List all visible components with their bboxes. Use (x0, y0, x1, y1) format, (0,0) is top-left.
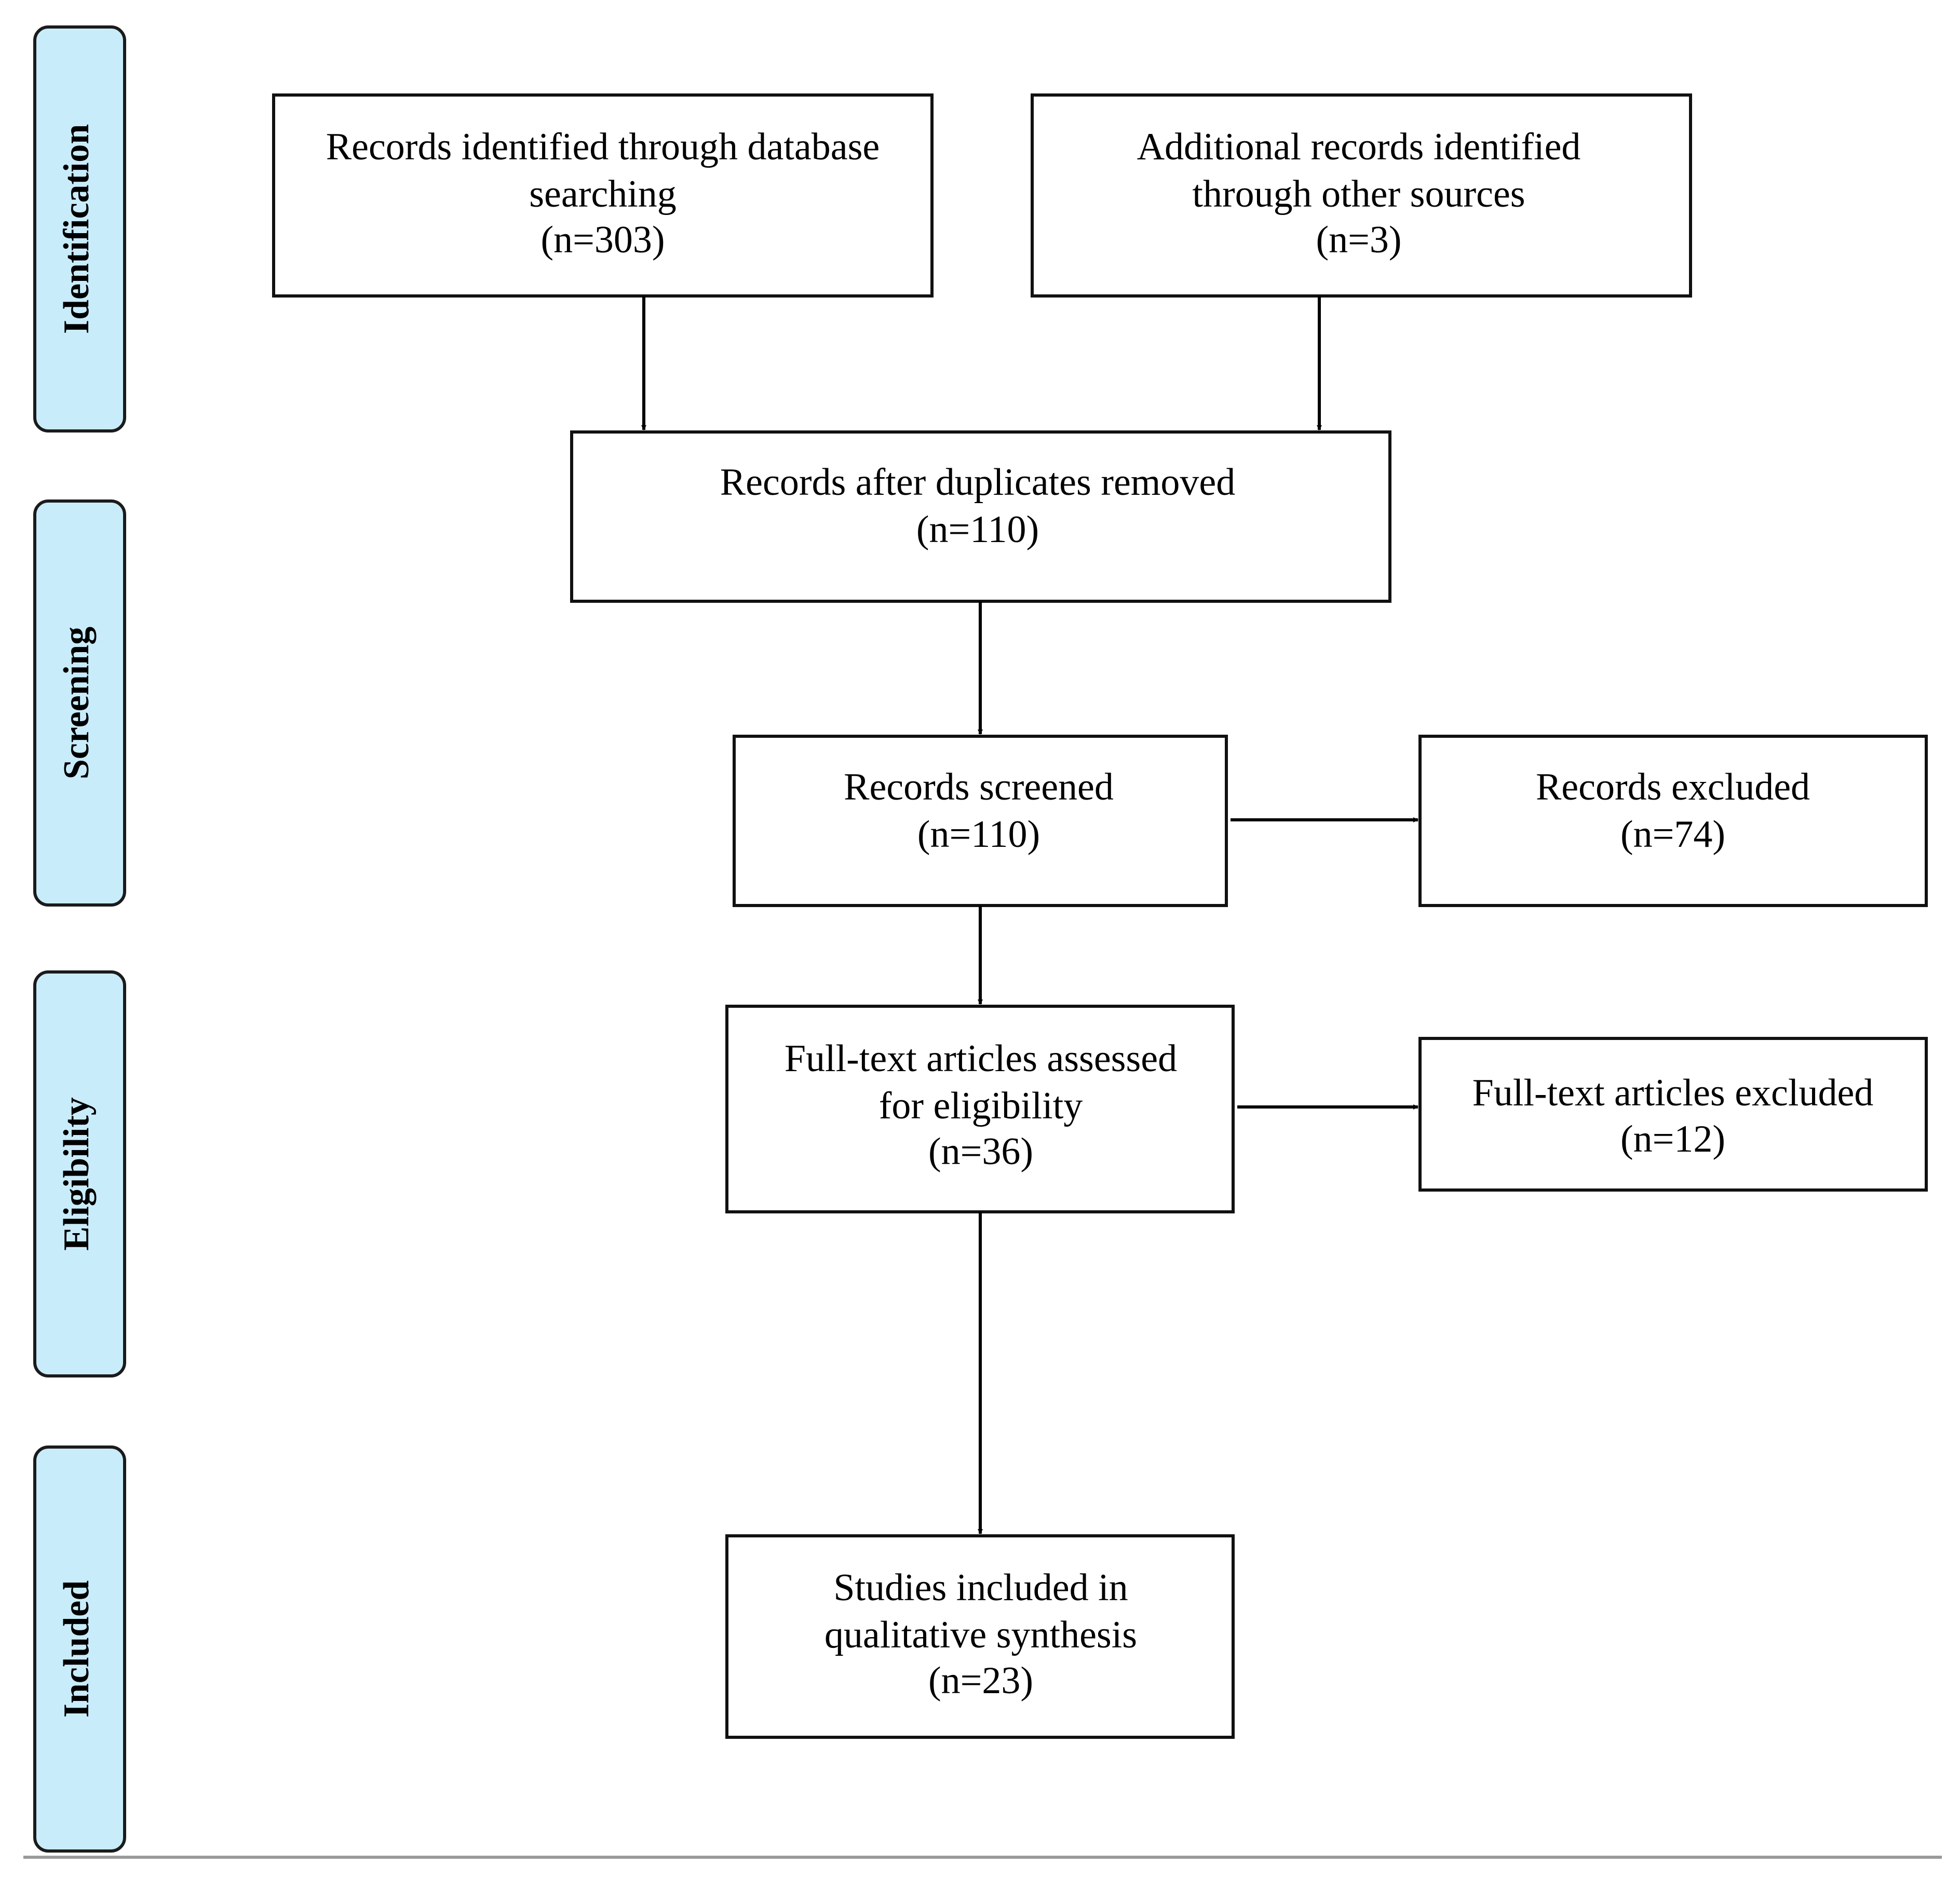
stage-identification: Identification (33, 25, 126, 433)
box-after-duplicates: Records after duplicates removed (n=110) (570, 430, 1391, 603)
box-other-sources-line-2: through other sources (1192, 173, 1525, 215)
stage-identification-label: Identification (57, 124, 97, 334)
box-fulltext-assessed: Full-text articles assessed for eligibil… (725, 1005, 1235, 1213)
box-after-duplicates-frame (570, 430, 1391, 603)
box-fulltext-assessed-count: (n=36) (928, 1130, 1033, 1173)
box-after-duplicates-line-1: Records after duplicates removed (720, 461, 1235, 504)
box-other-sources-line-1: Additional records identified (1137, 126, 1581, 168)
box-other-sources-count: (n=3) (1316, 219, 1401, 261)
box-fulltext-assessed-line-1: Full-text articles assessed (785, 1037, 1177, 1080)
box-records-excluded: Records excluded (n=74) (1418, 735, 1928, 907)
box-records-excluded-frame (1418, 735, 1928, 907)
stage-included-label: Included (57, 1580, 97, 1718)
box-database-records: Records identified through database sear… (272, 93, 934, 298)
box-fulltext-excluded: Full-text articles excluded (n=12) (1418, 1037, 1928, 1192)
box-after-duplicates-count: (n=110) (916, 508, 1039, 551)
box-studies-included-line-1: Studies included in (833, 1566, 1128, 1609)
box-database-records-line-1: Records identified through database (326, 126, 880, 168)
stage-screening-label: Screening (57, 627, 97, 779)
box-database-records-count: (n=303) (540, 219, 665, 261)
box-studies-included-frame (725, 1534, 1235, 1739)
stage-identification-box (33, 25, 126, 433)
stage-screening: Screening (33, 499, 126, 907)
box-records-screened-frame (733, 735, 1228, 907)
stage-eligibility-label: Eligibility (57, 1097, 97, 1251)
box-fulltext-excluded-count: (n=12) (1620, 1118, 1725, 1160)
stage-eligibility-box (33, 970, 126, 1377)
stage-included-box (33, 1445, 126, 1853)
box-other-sources-frame (1031, 93, 1692, 298)
box-database-records-frame (272, 93, 934, 298)
box-studies-included-count: (n=23) (928, 1659, 1033, 1702)
box-records-screened: Records screened (n=110) (733, 735, 1228, 907)
box-database-records-line-2: searching (529, 173, 677, 215)
box-records-excluded-count: (n=74) (1620, 813, 1725, 856)
box-fulltext-assessed-line-2: for eligibility (879, 1085, 1083, 1127)
connectors (641, 296, 1418, 1534)
box-fulltext-excluded-line-1: Full-text articles excluded (1472, 1072, 1874, 1114)
stage-screening-box (33, 499, 126, 907)
stage-included: Included (33, 1445, 126, 1853)
box-fulltext-excluded-frame (1418, 1037, 1928, 1192)
box-other-sources: Additional records identified through ot… (1031, 93, 1692, 298)
box-records-screened-count: (n=110) (917, 813, 1040, 856)
stage-eligibility: Eligibility (33, 970, 126, 1377)
box-studies-included-line-2: qualitative synthesis (824, 1614, 1137, 1656)
box-records-excluded-line-1: Records excluded (1536, 766, 1810, 808)
box-studies-included: Studies included in qualitative synthesi… (725, 1534, 1235, 1739)
box-records-screened-line-1: Records screened (844, 766, 1114, 808)
